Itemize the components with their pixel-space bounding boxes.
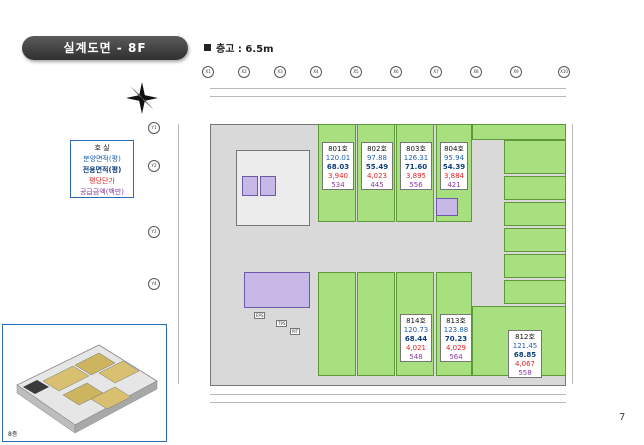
dimension-line bbox=[210, 88, 566, 89]
unit-814-name: 814호 bbox=[406, 317, 426, 325]
unit-813-total: 564 bbox=[449, 353, 463, 361]
unit-804-price: 3,884 bbox=[443, 172, 465, 180]
unit-801-name: 801호 bbox=[328, 145, 348, 153]
axis-bubble: X6 bbox=[390, 66, 402, 78]
unit-815-area bbox=[357, 272, 395, 376]
unit-804-supply: 95.94 bbox=[443, 154, 465, 162]
unit-804-card[interactable]: 804호 95.94 54.39 3,884 421 bbox=[440, 142, 468, 190]
unit-812-price: 4,067 bbox=[514, 360, 536, 368]
unit-right-area bbox=[504, 140, 566, 174]
restroom-core bbox=[244, 272, 310, 308]
unit-814-price: 4,021 bbox=[405, 344, 427, 352]
unit-812-supply: 121.45 bbox=[512, 342, 538, 350]
unit-right-area bbox=[504, 202, 566, 226]
unit-right-area bbox=[504, 254, 566, 278]
unit-812-name: 812호 bbox=[515, 333, 535, 341]
dimension-line bbox=[572, 124, 573, 384]
unit-803-name: 803호 bbox=[406, 145, 426, 153]
axis-bubble: X7 bbox=[430, 66, 442, 78]
elevator bbox=[242, 176, 258, 196]
dimension-line bbox=[210, 394, 566, 395]
page-number: 7 bbox=[619, 412, 626, 423]
floor-height-text: 층고 : 6.5m bbox=[216, 44, 274, 55]
unit-803-supply: 126.31 bbox=[403, 154, 429, 162]
unit-803-card[interactable]: 803호 126.31 71.60 3,895 556 bbox=[400, 142, 432, 190]
axis-bubble: X2 bbox=[238, 66, 250, 78]
unit-801-card[interactable]: 801호 120.01 68.03 3,940 534 bbox=[322, 142, 354, 190]
axis-bubble: X4 bbox=[310, 66, 322, 78]
unit-814-exclusive: 68.44 bbox=[404, 335, 428, 343]
unit-right-area bbox=[504, 176, 566, 200]
dimension-line bbox=[210, 402, 566, 403]
unit-813-exclusive: 70.23 bbox=[444, 335, 468, 343]
axis-bubble: Y3 bbox=[148, 226, 160, 238]
unit-803-exclusive: 71.60 bbox=[404, 163, 428, 171]
unit-802-card[interactable]: 802호 97.88 55.49 4,023 445 bbox=[361, 142, 393, 190]
unit-802-name: 802호 bbox=[367, 145, 387, 153]
unit-803-price: 3,895 bbox=[405, 172, 427, 180]
dimension-line bbox=[178, 124, 179, 384]
unit-804-exclusive: 54.39 bbox=[442, 163, 466, 171]
unit-802-supply: 97.88 bbox=[366, 154, 388, 162]
axis-bubble: Y4 bbox=[148, 278, 160, 290]
unit-801-exclusive: 68.03 bbox=[326, 163, 350, 171]
unit-803-total: 556 bbox=[409, 181, 423, 189]
unit-802-exclusive: 55.49 bbox=[365, 163, 389, 171]
room-tag: TPS bbox=[276, 320, 288, 327]
unit-corner-area bbox=[472, 124, 566, 140]
north-arrow-icon bbox=[126, 82, 158, 114]
legend-room: 호 실 bbox=[94, 144, 110, 152]
unit-813-price: 4,029 bbox=[445, 344, 467, 352]
axis-bubble: X5 bbox=[350, 66, 362, 78]
legend-unit-price: 평당단가 bbox=[89, 177, 115, 185]
unit-812-exclusive: 68.85 bbox=[513, 351, 537, 359]
service-core bbox=[436, 198, 458, 216]
unit-812-total: 558 bbox=[518, 369, 532, 377]
inset-floor-label: 8층 bbox=[8, 431, 18, 438]
unit-814-total: 548 bbox=[409, 353, 423, 361]
page-title: 실계도면 - 8F bbox=[22, 36, 188, 60]
dimension-line bbox=[210, 96, 566, 97]
axis-bubble: X1 bbox=[202, 66, 214, 78]
unit-814-card[interactable]: 814호 120.73 68.44 4,021 548 bbox=[400, 314, 432, 362]
unit-813-card[interactable]: 813호 123.88 70.23 4,029 564 bbox=[440, 314, 472, 362]
unit-801-total: 534 bbox=[331, 181, 345, 189]
floor-3d-inset: 8층 bbox=[2, 324, 167, 442]
unit-804-total: 421 bbox=[447, 181, 461, 189]
elevator bbox=[260, 176, 276, 196]
floor-3d-model bbox=[16, 344, 158, 434]
unit-802-total: 445 bbox=[370, 181, 384, 189]
unit-801-price: 3,940 bbox=[327, 172, 349, 180]
unit-816-area bbox=[318, 272, 356, 376]
unit-814-supply: 120.73 bbox=[403, 326, 429, 334]
floor-height-note: 층고 : 6.5m bbox=[204, 40, 274, 55]
axis-bubble: X3 bbox=[274, 66, 286, 78]
axis-bubble: X9 bbox=[510, 66, 522, 78]
unit-812-card[interactable]: 812호 121.45 68.85 4,067 558 bbox=[508, 330, 542, 378]
unit-right-area bbox=[504, 280, 566, 304]
unit-813-supply: 123.88 bbox=[443, 326, 469, 334]
legend-supply-area: 분양면적(평) bbox=[83, 155, 121, 163]
legend-exclusive-area: 전용면적(평) bbox=[82, 166, 122, 174]
unit-right-area bbox=[504, 228, 566, 252]
unit-802-price: 4,023 bbox=[366, 172, 388, 180]
unit-813-name: 813호 bbox=[446, 317, 466, 325]
legend-total-price: 공급금액(백만) bbox=[79, 188, 125, 196]
axis-bubble: X8 bbox=[470, 66, 482, 78]
room-tag: EPS bbox=[254, 312, 266, 319]
room-tag: PIT bbox=[290, 328, 301, 335]
axis-bubble: Y2 bbox=[148, 160, 160, 172]
axis-bubble: Y1 bbox=[148, 122, 160, 134]
unit-legend: 호 실 분양면적(평) 전용면적(평) 평당단가 공급금액(백만) bbox=[70, 140, 134, 198]
unit-801-supply: 120.01 bbox=[325, 154, 351, 162]
unit-804-name: 804호 bbox=[444, 145, 464, 153]
axis-bubble: X10 bbox=[558, 66, 570, 78]
